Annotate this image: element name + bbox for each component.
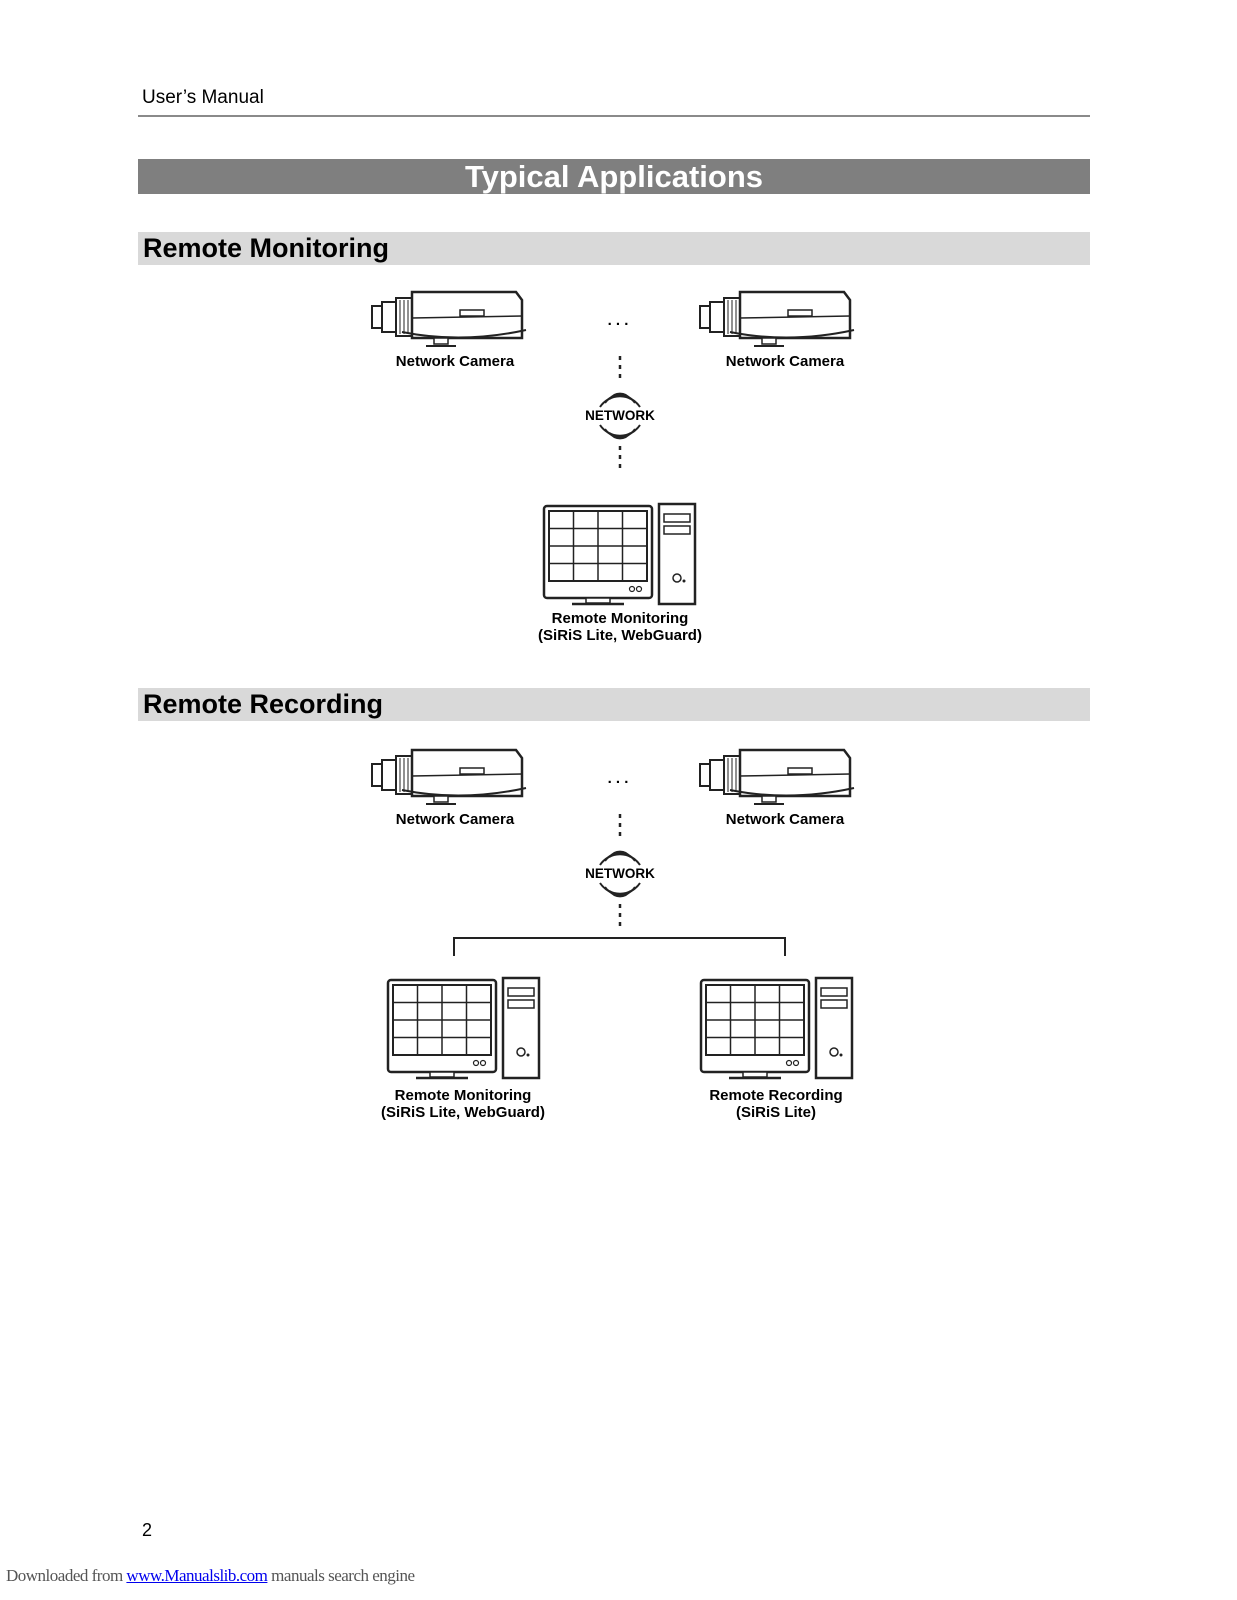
computer-tower-icon xyxy=(814,976,854,1080)
camera-label-left: Network Camera xyxy=(396,811,515,828)
header-rule xyxy=(138,115,1090,117)
network-camera-icon xyxy=(698,748,856,806)
network-label: NETWORK xyxy=(585,408,655,423)
workstation-label-line2: (SiRiS Lite) xyxy=(736,1104,816,1121)
footer-prefix: Downloaded from xyxy=(6,1566,127,1585)
network-label: NETWORK xyxy=(585,866,655,881)
network-camera-icon xyxy=(698,290,856,348)
computer-tower-icon xyxy=(501,976,541,1080)
remote-recording-diagram: Network Camera . . . Network Camera NETW… xyxy=(370,748,856,1121)
page-number: 2 xyxy=(142,1520,153,1540)
section-title-remote-monitoring: Remote Monitoring xyxy=(138,232,1090,265)
camera-label-left: Network Camera xyxy=(396,353,515,370)
main-title: Typical Applications xyxy=(138,159,1090,194)
camera-ellipsis: . . . xyxy=(608,312,629,329)
workstation-label-line1: Remote Monitoring xyxy=(395,1087,532,1104)
camera-label-right: Network Camera xyxy=(726,811,845,828)
workstation-label-line1: Remote Recording xyxy=(709,1087,842,1104)
camera-label-right: Network Camera xyxy=(726,353,845,370)
network-camera-icon xyxy=(370,290,528,348)
computer-monitor-icon xyxy=(542,504,654,606)
computer-monitor-icon xyxy=(699,978,811,1080)
branch-connector xyxy=(453,937,786,956)
camera-ellipsis: . . . xyxy=(608,770,629,787)
computer-monitor-icon xyxy=(386,978,498,1080)
section-title-remote-recording: Remote Recording xyxy=(138,688,1090,721)
remote-monitoring-diagram: Network Camera . . . Network Camera NETW… xyxy=(370,290,856,644)
download-footer: Downloaded from www.Manualslib.com manua… xyxy=(6,1566,415,1586)
workstation-label-line1: Remote Monitoring xyxy=(552,610,689,627)
computer-tower-icon xyxy=(657,502,697,606)
running-header: User’s Manual xyxy=(142,87,264,108)
workstation-label-line2: (SiRiS Lite, WebGuard) xyxy=(381,1104,545,1121)
manualslib-link[interactable]: www.Manualslib.com xyxy=(126,1566,268,1585)
footer-suffix: manuals search engine xyxy=(267,1566,415,1585)
network-camera-icon xyxy=(370,748,528,806)
workstation-label-line2: (SiRiS Lite, WebGuard) xyxy=(538,627,702,644)
